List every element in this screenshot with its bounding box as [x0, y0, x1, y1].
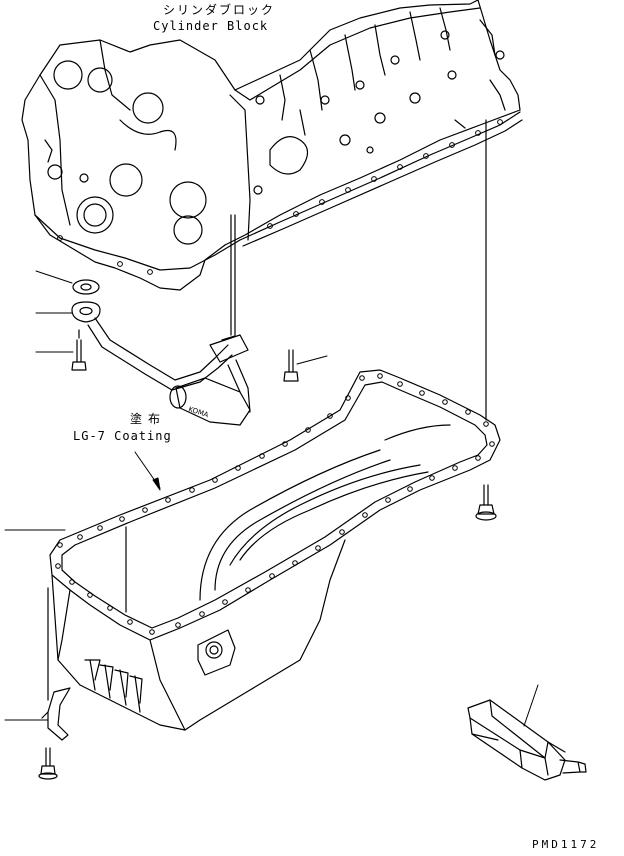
- bolt-bottom: [39, 748, 57, 779]
- dipstick-tool: [468, 700, 586, 780]
- oil-pan: [48, 370, 500, 730]
- bolt-right: [476, 485, 496, 520]
- gasket: [73, 280, 99, 294]
- leader-lines: [5, 271, 538, 726]
- bracket: [42, 688, 70, 740]
- coating-label-jp: 塗布: [130, 412, 167, 426]
- coating-label-en: LG-7 Coating: [73, 429, 172, 443]
- bolt-mid: [284, 350, 298, 381]
- cylinder-block-label-jp: シリンダブロック: [163, 3, 276, 17]
- cylinder-block-label-en: Cylinder Block: [153, 19, 269, 33]
- cylinder-block: [22, 0, 522, 290]
- bolt-left: [72, 330, 86, 370]
- drawing-code: PMD1172: [532, 838, 600, 851]
